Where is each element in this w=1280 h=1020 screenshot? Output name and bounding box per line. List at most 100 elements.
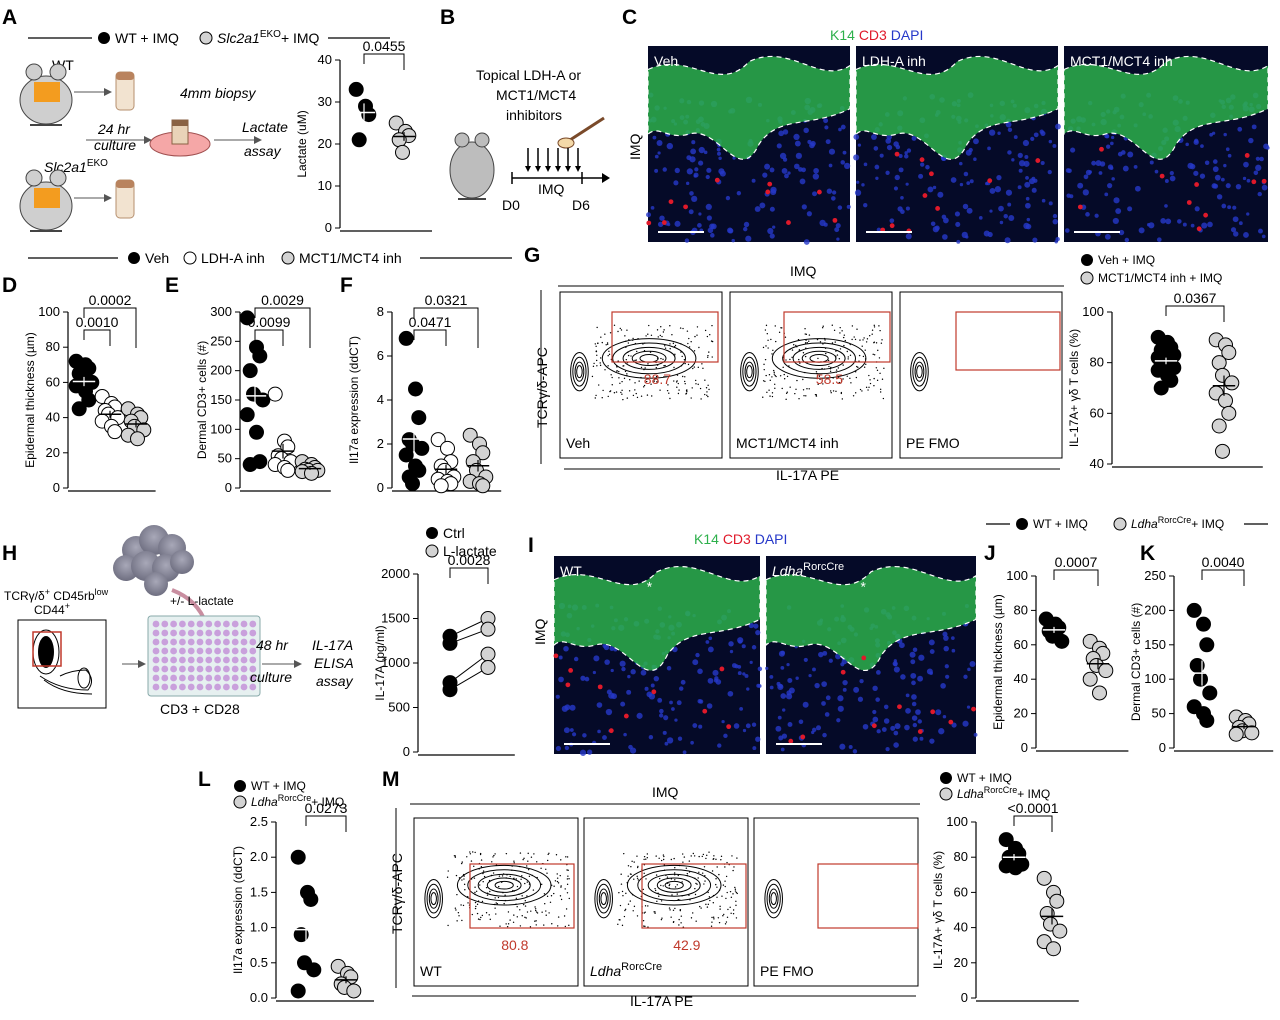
data-point <box>239 407 255 423</box>
dapi-nucleus <box>755 736 761 742</box>
event-dot <box>835 390 837 393</box>
dapi-nucleus <box>621 666 626 672</box>
event-dot <box>677 898 679 901</box>
dapi-nucleus <box>772 225 776 229</box>
event-dot <box>830 392 832 394</box>
plate-well <box>161 665 169 673</box>
event-dot <box>726 891 728 894</box>
dapi-nucleus <box>770 189 777 196</box>
dapi-nucleus <box>689 156 696 163</box>
y-tick-label: 0.0 <box>250 990 268 1005</box>
event-dot <box>715 883 717 886</box>
data-point <box>242 457 258 473</box>
event-dot <box>506 925 509 928</box>
event-dot <box>504 894 506 896</box>
stain-legend-c: K14 CD3 DAPI <box>830 27 923 43</box>
event-dot <box>604 333 606 335</box>
event-dot <box>650 383 652 385</box>
dapi-nucleus <box>692 659 699 666</box>
event-dot <box>679 899 681 901</box>
dapi-nucleus <box>883 718 890 724</box>
p-value-label: 0.0040 <box>1202 554 1245 570</box>
dapi-nucleus <box>962 203 969 210</box>
event-dot <box>602 389 604 392</box>
dapi-nucleus <box>857 143 862 147</box>
dapi-nucleus <box>795 152 802 159</box>
dapi-nucleus <box>1216 194 1223 200</box>
event-dot <box>690 397 692 399</box>
panel-label-c: C <box>622 6 637 29</box>
event-dot <box>545 910 547 912</box>
event-dot <box>560 859 562 861</box>
dapi-nucleus <box>894 174 900 181</box>
y-tick-label: 40 <box>954 920 968 935</box>
dapi-nucleus <box>1070 147 1076 153</box>
event-dot <box>629 900 632 902</box>
contour-negative <box>596 883 611 914</box>
event-dot <box>788 365 790 367</box>
event-dot <box>876 379 879 382</box>
event-dot <box>633 905 636 908</box>
event-dot <box>837 376 840 378</box>
event-dot <box>736 892 738 895</box>
event-dot <box>854 392 857 394</box>
cd3-cell <box>971 706 976 712</box>
dapi-nucleus <box>572 732 577 737</box>
event-dot <box>636 396 639 399</box>
plate-well <box>196 647 204 655</box>
dapi-nucleus <box>762 172 768 178</box>
event-dot <box>495 864 498 866</box>
micrograph: LDH-A inh <box>853 46 1061 244</box>
event-dot <box>606 342 609 344</box>
dapi-nucleus <box>803 127 809 134</box>
event-dot <box>595 350 598 352</box>
event-dot <box>735 917 738 919</box>
event-dot <box>708 351 710 353</box>
plate-well <box>205 683 213 691</box>
dapi-nucleus <box>579 749 587 756</box>
dapi-nucleus <box>1109 166 1114 171</box>
dapi-nucleus <box>872 709 877 715</box>
dapi-nucleus <box>1225 183 1231 189</box>
dapi-nucleus <box>1065 168 1071 173</box>
contour-negative <box>594 878 613 919</box>
pair-line <box>449 653 489 683</box>
cd3-cell <box>935 206 941 211</box>
event-dot <box>597 342 599 345</box>
dapi-nucleus <box>691 140 696 145</box>
contour-positive <box>631 350 667 367</box>
event-dot <box>608 353 611 356</box>
event-dot <box>786 375 789 378</box>
dapi-nucleus <box>836 718 841 723</box>
dapi-nucleus <box>881 727 887 732</box>
event-dot <box>711 916 713 919</box>
event-dot <box>609 390 612 392</box>
event-dot <box>659 877 661 880</box>
event-dot <box>696 334 698 336</box>
event-dot <box>772 349 774 352</box>
dapi-nucleus <box>1008 215 1015 221</box>
flow-plot: 80.8WT <box>413 817 579 987</box>
event-dot <box>498 875 501 877</box>
event-dot <box>600 336 602 338</box>
event-dot <box>773 373 775 375</box>
event-dot <box>625 892 627 895</box>
event-dot <box>805 339 807 341</box>
event-dot <box>727 908 729 911</box>
event-dot <box>789 358 791 361</box>
event-dot <box>696 326 699 328</box>
dapi-nucleus <box>1024 154 1029 159</box>
event-dot <box>526 867 528 869</box>
event-dot <box>520 878 522 880</box>
event-dot <box>642 888 645 891</box>
dapi-nucleus <box>733 723 740 729</box>
y-tick-label: 2 <box>377 436 384 451</box>
event-dot <box>795 388 797 390</box>
plate-well <box>196 656 204 664</box>
event-dot <box>762 346 765 349</box>
event-dot <box>806 388 808 390</box>
dapi-nucleus <box>1124 237 1130 243</box>
dapi-nucleus <box>920 162 925 167</box>
